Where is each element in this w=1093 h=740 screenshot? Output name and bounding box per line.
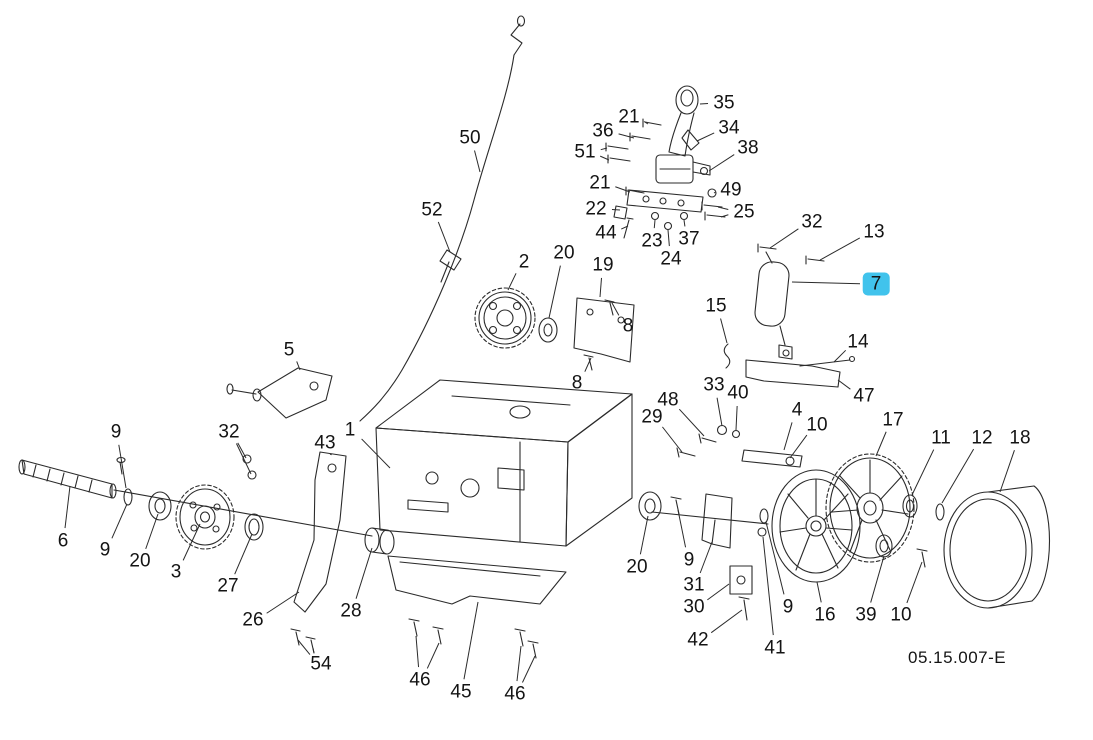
doc-code: 05.15.007-E <box>908 648 1007 667</box>
drive-gear <box>825 453 915 563</box>
part-label-48[interactable]: 48 <box>657 389 679 411</box>
part-label-2[interactable]: 2 <box>518 251 530 273</box>
part-label-20[interactable]: 20 <box>129 550 151 572</box>
part-label-52[interactable]: 52 <box>421 199 443 221</box>
gear-3 <box>175 484 235 550</box>
part-label-51[interactable]: 51 <box>574 141 596 163</box>
part-label-49[interactable]: 49 <box>720 179 742 201</box>
part-label-43[interactable]: 43 <box>314 432 336 454</box>
gear-2 <box>474 287 536 349</box>
skid-plate <box>387 555 567 605</box>
part-label-28[interactable]: 28 <box>340 600 362 622</box>
part-label-32[interactable]: 32 <box>218 421 240 443</box>
part-label-41[interactable]: 41 <box>764 637 786 659</box>
part-label-40[interactable]: 40 <box>727 382 749 404</box>
part-label-21[interactable]: 21 <box>589 172 611 194</box>
part-label-15[interactable]: 15 <box>705 295 727 317</box>
part-label-44[interactable]: 44 <box>595 222 617 244</box>
part-label-29[interactable]: 29 <box>641 406 663 428</box>
part-label-7-highlighted[interactable]: 7 <box>862 272 890 296</box>
part-label-13[interactable]: 13 <box>863 221 885 243</box>
part-label-16[interactable]: 16 <box>814 604 836 626</box>
part-label-54[interactable]: 54 <box>310 653 332 675</box>
part-label-17[interactable]: 17 <box>882 409 904 431</box>
part-label-10[interactable]: 10 <box>890 604 912 626</box>
part-label-39[interactable]: 39 <box>855 604 877 626</box>
part-label-18[interactable]: 18 <box>1009 427 1031 449</box>
part-label-5[interactable]: 5 <box>283 339 295 361</box>
part-label-8[interactable]: 8 <box>571 372 583 394</box>
part-label-37[interactable]: 37 <box>678 228 700 250</box>
part-label-34[interactable]: 34 <box>718 117 740 139</box>
part-label-9[interactable]: 9 <box>683 549 695 571</box>
part-label-10[interactable]: 10 <box>806 414 828 436</box>
part-label-46[interactable]: 46 <box>504 683 526 705</box>
part-label-9[interactable]: 9 <box>782 596 794 618</box>
part-label-9[interactable]: 9 <box>110 421 122 443</box>
part-label-8[interactable]: 8 <box>622 315 634 337</box>
part-label-20[interactable]: 20 <box>626 556 648 578</box>
part-label-30[interactable]: 30 <box>683 596 705 618</box>
part-label-21[interactable]: 21 <box>618 106 640 128</box>
part-label-38[interactable]: 38 <box>737 137 759 159</box>
throttle-knob <box>675 85 699 115</box>
part-label-11[interactable]: 11 <box>931 427 951 449</box>
part-label-50[interactable]: 50 <box>459 127 481 149</box>
part-label-47[interactable]: 47 <box>853 385 875 407</box>
shock-absorber <box>754 261 790 327</box>
part-label-33[interactable]: 33 <box>703 374 725 396</box>
part-label-19[interactable]: 19 <box>592 254 614 276</box>
part-label-4[interactable]: 4 <box>791 399 803 421</box>
leader-lines <box>64 103 1015 683</box>
cable-end <box>516 15 526 27</box>
part-label-23[interactable]: 23 <box>641 230 663 252</box>
bracket-5 <box>257 367 333 419</box>
part-label-45[interactable]: 45 <box>450 681 472 703</box>
part-label-42[interactable]: 42 <box>687 629 709 651</box>
part-label-14[interactable]: 14 <box>847 331 869 353</box>
part-label-32[interactable]: 32 <box>801 211 823 233</box>
part-label-22[interactable]: 22 <box>585 198 607 220</box>
part-label-3[interactable]: 3 <box>170 561 182 583</box>
part-label-25[interactable]: 25 <box>733 201 755 223</box>
part-label-27[interactable]: 27 <box>217 575 239 597</box>
part-label-35[interactable]: 35 <box>713 92 735 114</box>
part-label-24[interactable]: 24 <box>660 248 682 270</box>
part-label-46[interactable]: 46 <box>409 669 431 691</box>
part-label-1[interactable]: 1 <box>344 419 356 441</box>
part-label-12[interactable]: 12 <box>971 427 993 449</box>
part-label-9[interactable]: 9 <box>99 539 111 561</box>
part-label-31[interactable]: 31 <box>683 574 705 596</box>
part-label-6[interactable]: 6 <box>57 530 69 552</box>
part-label-26[interactable]: 26 <box>242 609 264 631</box>
part-label-20[interactable]: 20 <box>553 242 575 264</box>
part-label-36[interactable]: 36 <box>592 120 614 142</box>
switch-30 <box>729 565 753 595</box>
